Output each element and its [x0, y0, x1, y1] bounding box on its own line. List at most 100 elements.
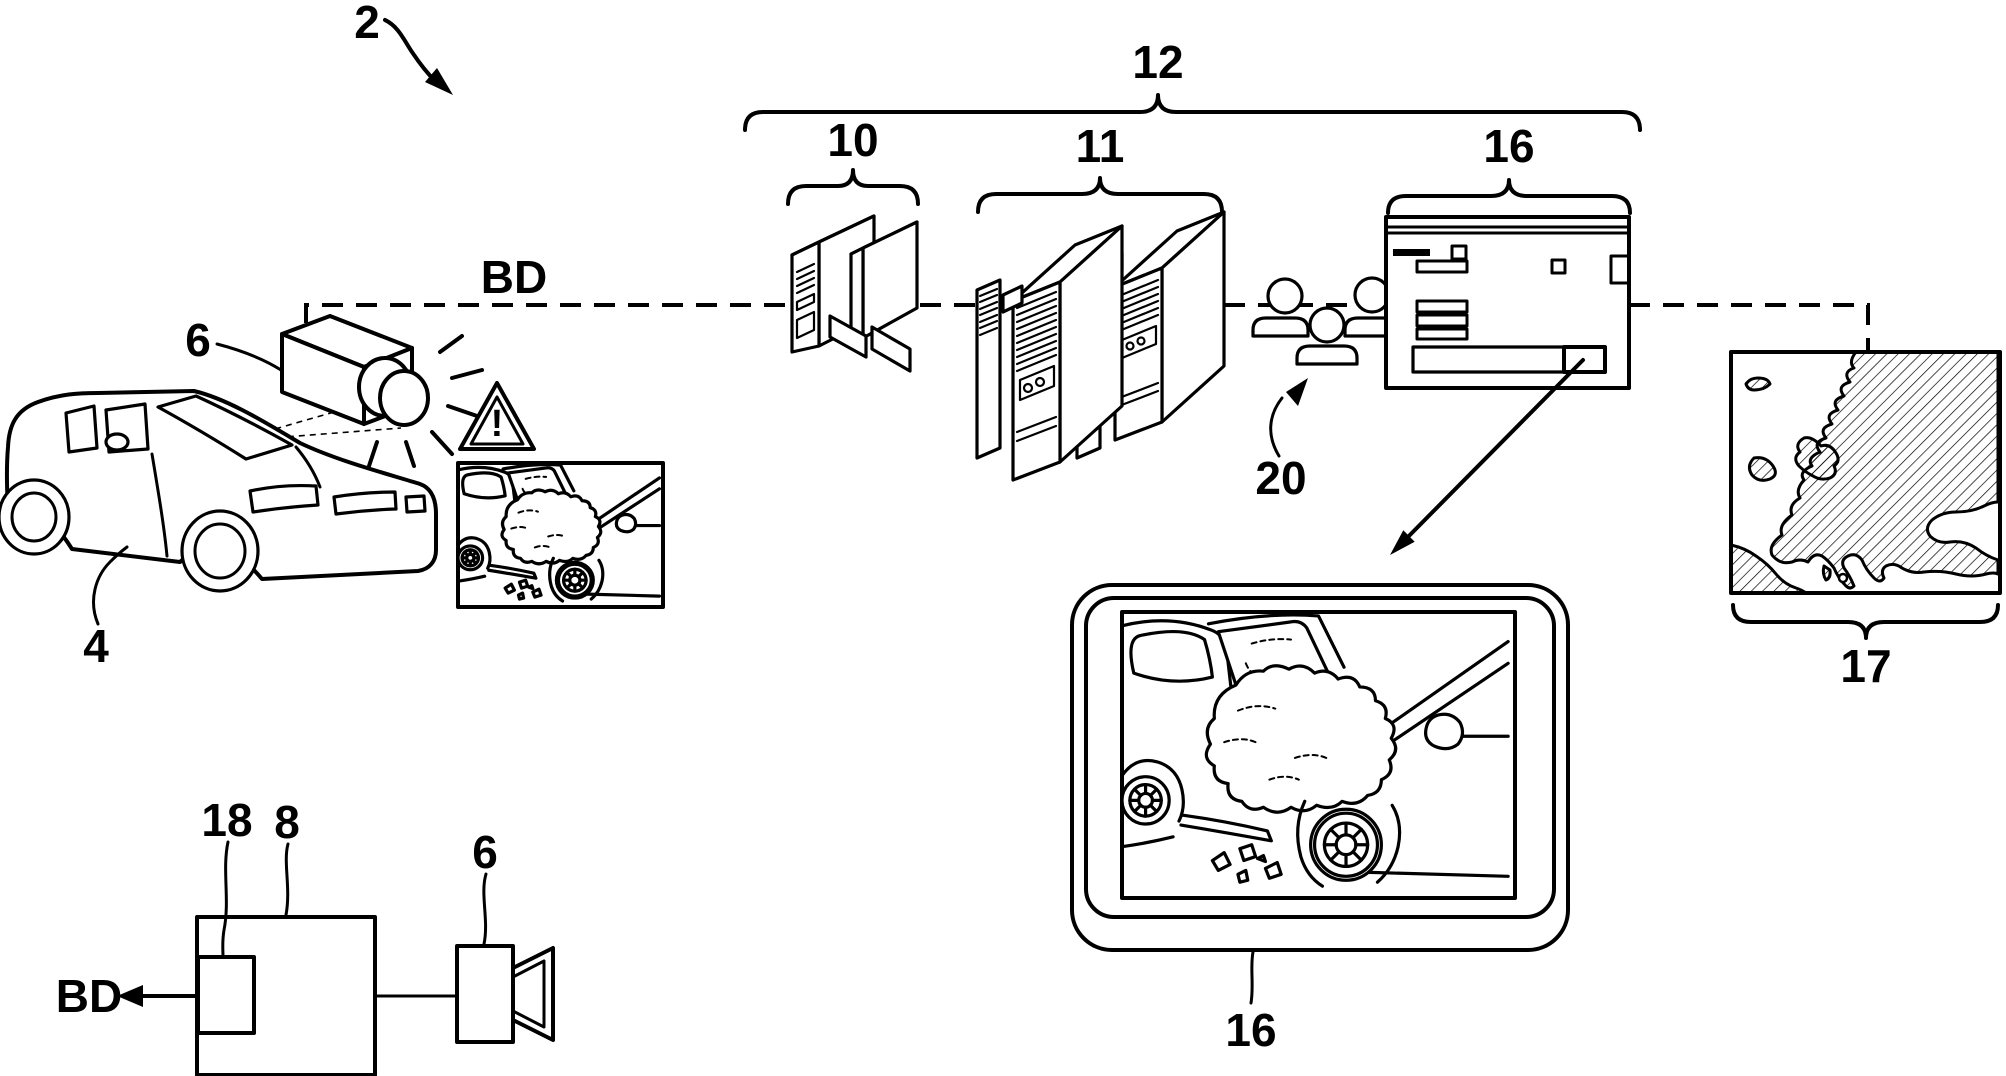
vehicle-camera: 6	[185, 314, 484, 468]
pc-keyboard-tray	[870, 325, 912, 373]
brace-12	[743, 93, 1642, 132]
window-list-bar1	[1415, 299, 1469, 314]
server-front-panel	[1018, 364, 1056, 402]
europe-map-17: 17	[1729, 350, 2002, 692]
system-arrowhead-icon	[425, 68, 453, 95]
leader-vehicle	[92, 545, 129, 626]
window-toolbar-bar	[1415, 259, 1469, 274]
car-front-wheel-icon	[180, 509, 260, 593]
car-rear-rim-icon	[10, 491, 58, 543]
operator-left-head-icon	[1266, 277, 1304, 315]
label-operators: 20	[1255, 452, 1306, 504]
camera-flash-rays-icon	[367, 334, 484, 468]
window-titlebar-lines	[1384, 225, 1631, 235]
map-britain	[1794, 436, 1840, 481]
pc-keyboard	[828, 314, 868, 359]
camera-unit-lens-inner-icon	[511, 959, 546, 1029]
server-front-tab	[1001, 284, 1024, 314]
map-north-africa	[1729, 543, 1808, 595]
label-vehicle: 4	[83, 620, 109, 672]
label-analysis-window: 16	[1483, 120, 1534, 172]
label-computer: 10	[827, 114, 878, 166]
operator-left-shoulders-icon	[1251, 316, 1310, 338]
server-rear-knob1-icon	[1125, 341, 1135, 351]
interface-box-18	[196, 955, 256, 1035]
computer-10	[790, 214, 919, 373]
warning-exclamation-icon: !	[491, 403, 504, 445]
label-map: 17	[1840, 640, 1891, 692]
bd-output-arrowhead-icon	[117, 985, 143, 1007]
operators-20: 20	[1251, 276, 1405, 504]
car-headlight-left	[248, 483, 320, 514]
car-door-line	[150, 452, 169, 558]
pc-tower-bay	[795, 292, 816, 312]
bd-bus-line	[304, 303, 1870, 351]
label-interface-box: 18	[201, 794, 252, 846]
arrow-to-tablet	[1397, 358, 1585, 548]
operator-front-head-icon	[1308, 306, 1346, 344]
warning-sign: !	[458, 381, 536, 451]
window-small-square-left	[1450, 244, 1468, 261]
leader-tablet	[1249, 950, 1255, 1005]
pc-tower-vents	[795, 262, 816, 295]
leader-camera	[215, 342, 283, 372]
camera-unit-body	[455, 944, 515, 1044]
camera-lens-front-icon	[378, 369, 430, 427]
server-front-slab-vents	[978, 287, 999, 337]
tablet-16: 16	[1070, 583, 1570, 1056]
operators-arrow	[1269, 396, 1284, 458]
map-ireland	[1747, 456, 1777, 482]
surveillance-vehicle: 4	[0, 389, 438, 672]
car-rear-wheel-icon	[0, 478, 71, 556]
pc-tower-drive	[795, 310, 816, 340]
server-rear-vents	[1117, 278, 1160, 333]
server-rear-knob2-icon	[1136, 336, 1146, 346]
label-servers: 11	[1076, 120, 1125, 172]
window-list-bar3	[1415, 327, 1469, 341]
label-system: 2	[354, 0, 380, 48]
map-iceland	[1744, 376, 1772, 392]
label-vehicle-camera: 6	[185, 314, 211, 366]
label-bd-bottom: BD	[56, 970, 122, 1022]
system-arrow	[383, 18, 438, 84]
label-control-box: 8	[274, 796, 300, 848]
server-front-knob1-icon	[1022, 382, 1034, 394]
car-headlight-right	[332, 490, 398, 516]
car-grille	[404, 494, 427, 514]
leader-control-box	[284, 842, 290, 917]
car-windshield	[156, 394, 294, 461]
leader-camera-unit	[482, 872, 488, 946]
label-backend-group: 12	[1132, 36, 1183, 88]
map-mainland	[1769, 350, 2000, 590]
server-front-slab	[975, 278, 1002, 460]
window-list-bar2	[1415, 313, 1469, 328]
car-hood-line	[294, 445, 322, 489]
window-small-square-mid	[1550, 258, 1567, 275]
server-front-knob2-icon	[1034, 376, 1046, 388]
brace-17	[1731, 603, 2000, 640]
backend-braces: 12 10 11 16	[743, 36, 1642, 215]
window-right-edge-box	[1609, 254, 1631, 285]
brace-10	[786, 168, 920, 206]
label-camera-unit: 6	[472, 826, 498, 878]
arrow-to-tablet-head-icon	[1390, 530, 1415, 555]
window-status-bar	[1411, 345, 1607, 374]
warning-triangle-inner-icon	[469, 395, 525, 446]
camera-control-unit: BD 18 8 6	[56, 794, 555, 1076]
label-bd-top: BD	[481, 251, 547, 303]
server-rack-11	[975, 210, 1226, 482]
operator-right-head-icon	[1353, 276, 1391, 314]
server-front-lowbars	[1015, 415, 1058, 443]
system-reference: 2	[354, 0, 453, 95]
operators-arrowhead-icon	[1286, 378, 1308, 406]
analysis-window-16	[1384, 215, 1631, 555]
car-front-rim-icon	[193, 522, 247, 580]
window-status-button	[1562, 345, 1607, 374]
map-islet-icon	[1837, 572, 1849, 584]
map-island	[1821, 564, 1832, 582]
leader-interface-box	[221, 840, 230, 958]
car-rear-window	[64, 404, 99, 454]
car-mirror-icon	[104, 432, 130, 452]
